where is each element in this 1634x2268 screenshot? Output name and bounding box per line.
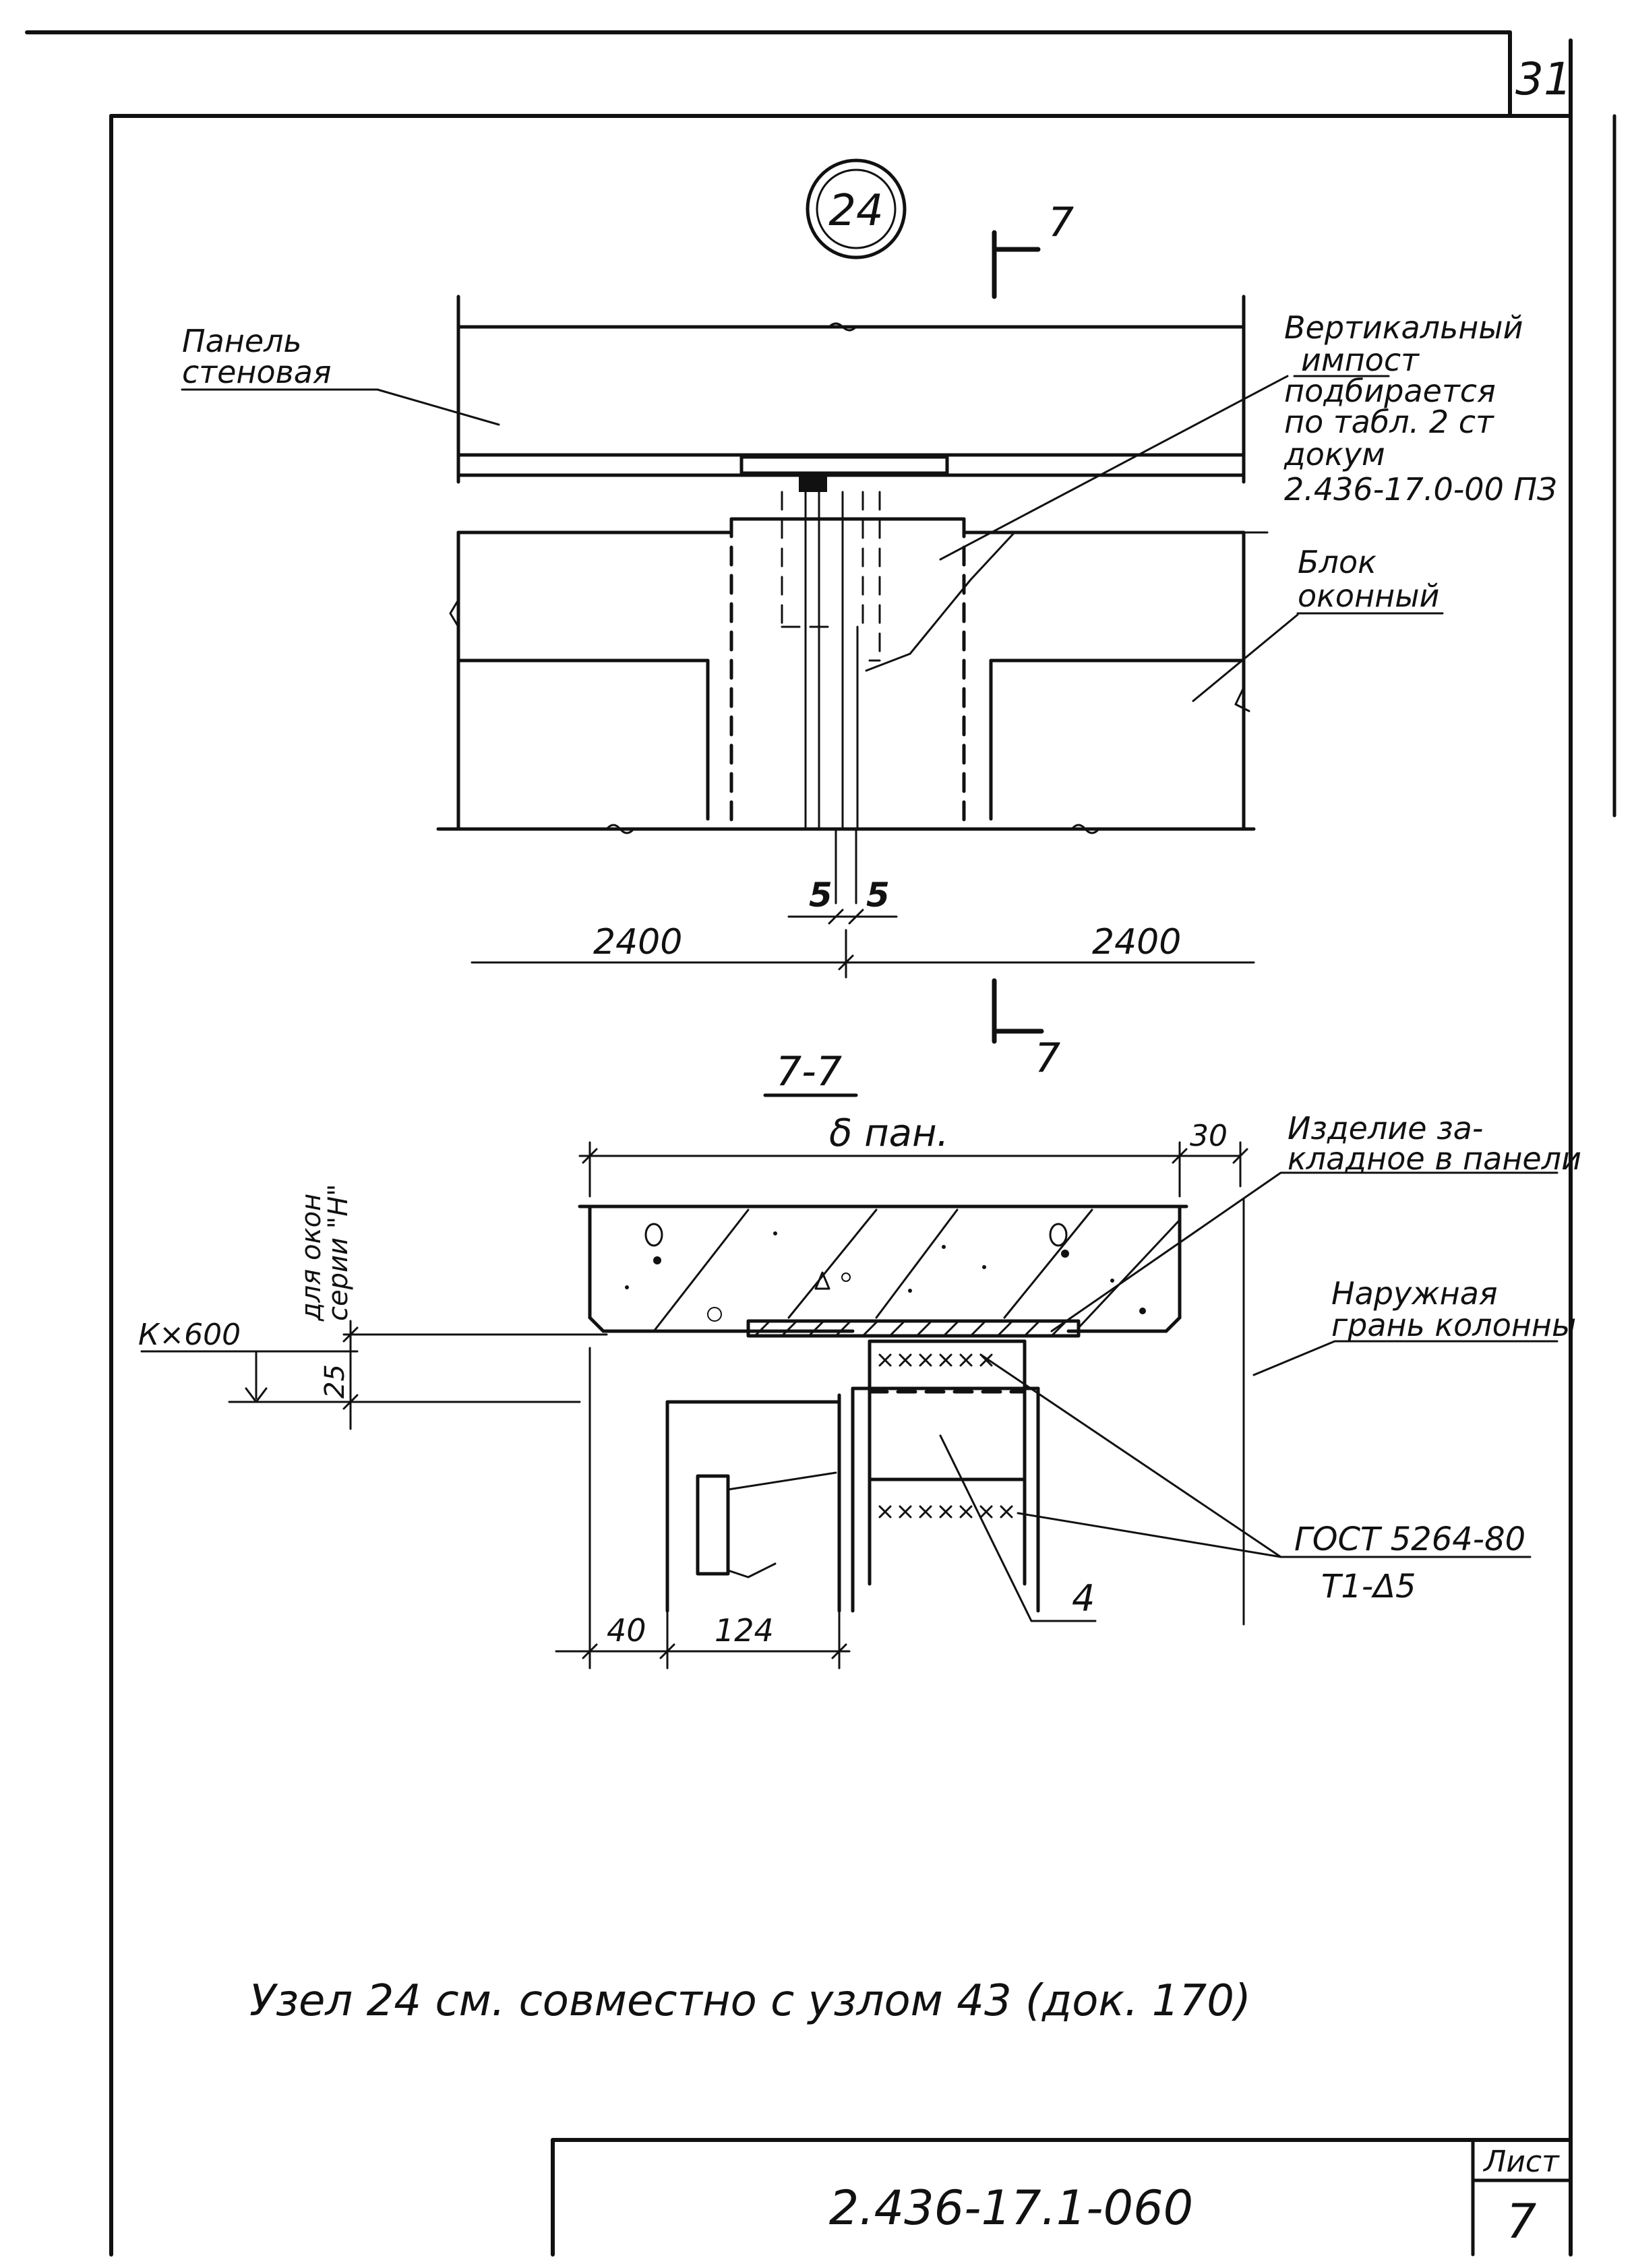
section-cut-mark-top [992,230,1041,299]
impost-label-5: докум [1283,436,1385,472]
dim-40: 40 [607,1612,646,1649]
node-marker [806,158,907,259]
impost-label-6: 2.436-17.0-00 ПЗ [1284,471,1557,508]
cross-reference-note: Узел 24 см. совместно с узлом 43 (док. 1… [249,1976,1251,2026]
window-block-label-2: оконный [1298,578,1439,614]
document-code: 2.436-17.1-060 [829,2180,1193,2236]
weld-standard-label-2: Т1-Δ5 [1321,1568,1416,1605]
section-title: 7-7 [776,1048,842,1095]
offset-25-dim: 25 [320,1364,351,1399]
embedded-item-label-2: кладное в панели [1288,1140,1581,1177]
section-cut-mark-bottom [992,978,1044,1044]
level-mark: К×600 [138,1318,241,1352]
impost-label-4: по табл. 2 ст [1284,404,1494,440]
plan-view-geometry [436,295,1256,979]
impost-label-1: Вертикальный [1284,309,1523,346]
impost-label-3: подбирается [1284,373,1496,409]
span-dim-right: 2400 [1092,922,1181,962]
weld-standard-label-1: ГОСТ 5264-80 [1294,1521,1525,1558]
item-4-callout: 4 [1072,1577,1095,1620]
plan-view-leaders [181,375,1444,702]
dim-124: 124 [715,1612,774,1649]
impost-label-2: импост [1301,342,1420,378]
wall-panel-label-1: Панель [182,323,302,359]
outer-face-label-1: Наружная [1331,1275,1498,1312]
section-cut-label-top: 7 [1048,199,1074,246]
title-block [551,2138,1573,2257]
wall-panel-label-2: стеновая [182,354,332,390]
section-geometry [140,1141,1248,1669]
window-series-label-2: серии "Н" [323,1184,354,1321]
outer-face-label-2: грань колонны [1331,1307,1576,1343]
window-block-label-1: Блок [1298,544,1376,580]
offset-30-dim: 30 [1190,1119,1228,1153]
panel-thickness-dim: δ пан. [829,1111,948,1155]
section-leaders [939,1171,1559,1622]
gap-dim-left: 5 [809,876,833,915]
sheet-frame [25,30,1616,2257]
sheet-number: 7 [1507,2194,1537,2249]
embedded-item-label-1: Изделие за- [1288,1110,1483,1146]
span-dim-left: 2400 [593,922,682,962]
section-cut-label-bottom: 7 [1035,1035,1060,1082]
node-number: 24 [828,186,883,236]
page-number: 31 [1515,53,1572,105]
gap-dim-right: 5 [866,876,890,915]
sheet-label: Лист [1482,2145,1560,2179]
window-series-label-1: для окон [296,1194,327,1322]
